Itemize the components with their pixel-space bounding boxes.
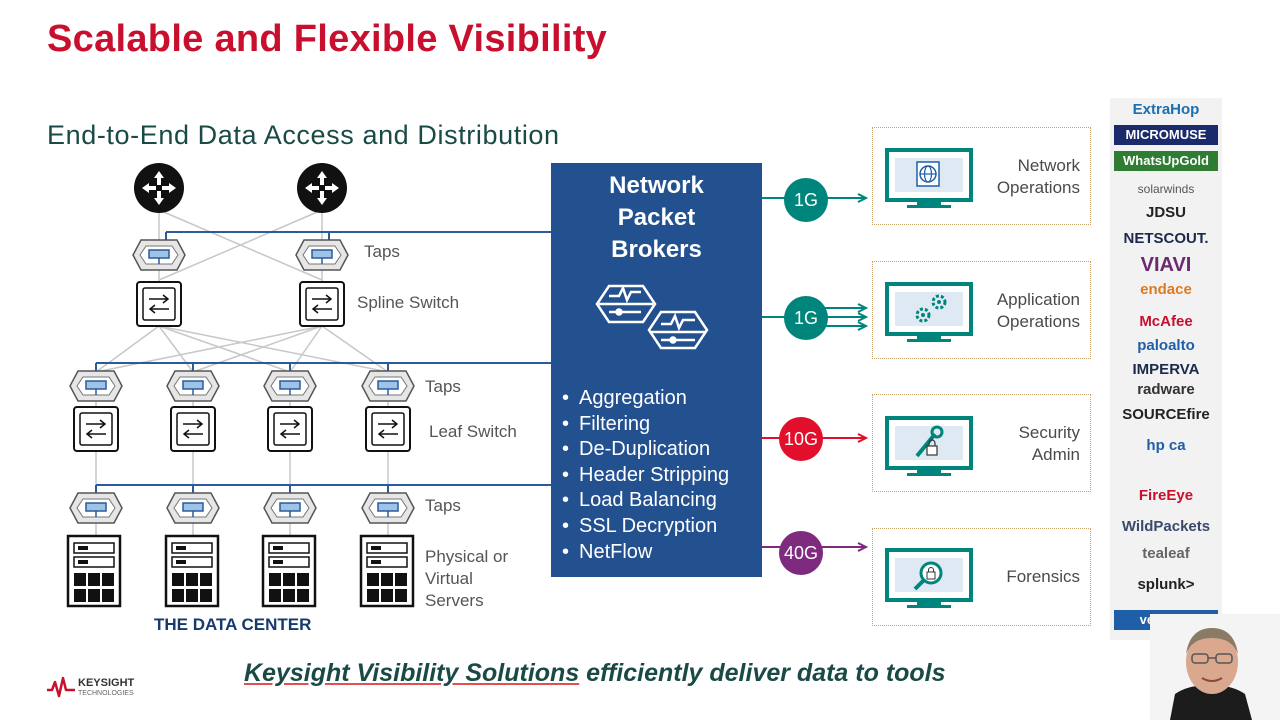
server-icon xyxy=(164,534,220,608)
server-group xyxy=(66,534,415,608)
vendor-logo-panel xyxy=(1110,98,1222,640)
server-icon xyxy=(261,534,317,608)
tap-icon xyxy=(166,492,220,524)
tap-icon xyxy=(361,492,415,524)
npb-title-line: Network xyxy=(609,172,704,199)
keysight-logo-icon xyxy=(47,676,75,698)
tool-label-application-operations: Application Operations xyxy=(972,289,1080,333)
tap-icon xyxy=(361,370,415,402)
label-spline-switch: Spline Switch xyxy=(357,293,460,312)
tool-label-line: Forensics xyxy=(1006,567,1080,586)
slide-title: Scalable and Flexible Visibility xyxy=(47,18,608,60)
presenter-video xyxy=(1150,614,1280,720)
tool-box-forensics xyxy=(872,528,1091,626)
datacenter-footer: THE DATA CENTER xyxy=(154,615,312,634)
vendor-logo: MICROMUSE xyxy=(1114,125,1218,145)
tap-icon xyxy=(295,239,349,271)
label-servers: Physical or Virtual Servers xyxy=(425,546,508,612)
tap-icon xyxy=(69,370,123,402)
keysight-logo-text: KEYSIGHT xyxy=(78,677,135,689)
label-taps-mid: Taps xyxy=(425,377,461,396)
vendor-logo: paloalto xyxy=(1137,337,1195,354)
tool-label-line: Admin xyxy=(1031,445,1080,464)
npb-feature: De-Duplication xyxy=(562,437,729,463)
keysight-logo-subtext: TECHNOLOGIES xyxy=(78,690,134,697)
vendor-logo: NETSCOUT. xyxy=(1123,230,1209,247)
npb-tool-links xyxy=(762,193,869,552)
speed-badge: 40G xyxy=(779,531,823,575)
label-servers-line: Physical or xyxy=(425,547,509,566)
npb-device-icon xyxy=(595,284,709,350)
vendor-logo: ExtraHop xyxy=(1132,101,1200,118)
server-icon xyxy=(359,534,415,608)
slide-subtitle: End-to-End Data Access and Distribution xyxy=(47,120,560,150)
npb-feature: Aggregation xyxy=(562,386,729,412)
switch-icon xyxy=(299,281,345,327)
vendor-logo: IMPERVA xyxy=(1132,361,1200,378)
vendor-logo: FireEye xyxy=(1138,487,1194,504)
tool-label-line: Application xyxy=(996,290,1080,309)
switch-group xyxy=(73,281,411,452)
speed-badge: 1G xyxy=(784,296,828,340)
tap-icon xyxy=(166,370,220,402)
tool-label-line: Operations xyxy=(996,178,1080,197)
label-leaf-switch: Leaf Switch xyxy=(429,422,517,441)
tool-box-security-admin xyxy=(872,394,1091,492)
vendor-logo: WildPackets xyxy=(1121,518,1211,535)
npb-title-line: Packet xyxy=(617,204,696,231)
label-taps-bottom: Taps xyxy=(425,496,461,515)
tool-label-network-operations: Network Operations xyxy=(972,155,1080,199)
npb-title: Network Packet Brokers xyxy=(551,170,762,266)
npb-feature: Header Stripping xyxy=(562,463,729,489)
tagline: Keysight Visibility Solutions efficientl… xyxy=(244,659,946,688)
npb-feature-list: Aggregation Filtering De-Duplication Hea… xyxy=(562,386,729,565)
speed-badge: 1G xyxy=(784,178,828,222)
npb-feature: Filtering xyxy=(562,412,729,438)
router-icon xyxy=(134,163,184,213)
npb-feature: Load Balancing xyxy=(562,488,729,514)
server-icon xyxy=(66,534,122,608)
vendor-logo: radware xyxy=(1137,381,1195,398)
tool-box-network-operations xyxy=(872,127,1091,225)
taps-group xyxy=(69,239,415,524)
router-icon xyxy=(297,163,347,213)
switch-icon xyxy=(365,406,411,452)
vendor-logo: hp ca xyxy=(1146,437,1186,454)
vendor-logo: tealeaf xyxy=(1142,545,1190,562)
label-servers-line: Servers xyxy=(425,591,484,610)
vendor-logo: McAfee xyxy=(1139,313,1193,330)
npb-feature: NetFlow xyxy=(562,540,729,566)
vendor-logo: splunk> xyxy=(1137,576,1195,593)
tool-box-application-operations xyxy=(872,261,1091,359)
vendor-logo: WhatsUpGold xyxy=(1114,151,1218,171)
tap-icon xyxy=(263,492,317,524)
tagline-rest: efficiently deliver data to tools xyxy=(579,659,946,687)
tool-label-line: Security xyxy=(1018,423,1080,442)
tap-icon xyxy=(263,370,317,402)
tool-label-security-admin: Security Admin xyxy=(972,422,1080,466)
tool-label-forensics: Forensics xyxy=(972,566,1080,588)
vendor-logo: JDSU xyxy=(1145,204,1186,221)
vendor-logo: SOURCEfire xyxy=(1122,406,1210,423)
vendor-logo: VIAVI xyxy=(1140,255,1192,275)
tagline-brand: Keysight Visibility Solutions xyxy=(244,659,580,687)
switch-icon xyxy=(136,281,182,327)
tap-feed-lines xyxy=(95,231,551,494)
npb-title-line: Brokers xyxy=(611,236,702,263)
label-servers-line: Virtual xyxy=(425,569,473,588)
label-taps-top: Taps xyxy=(364,242,400,261)
speed-badge: 10G xyxy=(779,417,823,461)
tool-label-line: Network xyxy=(1017,156,1080,175)
tap-icon xyxy=(69,492,123,524)
vendor-logo: endace xyxy=(1140,281,1192,298)
switch-icon xyxy=(170,406,216,452)
npb-feature: SSL Decryption xyxy=(562,514,729,540)
switch-icon xyxy=(267,406,313,452)
switch-icon xyxy=(73,406,119,452)
tool-label-line: Operations xyxy=(996,312,1080,331)
vendor-logo: solarwinds xyxy=(1137,182,1195,196)
tap-icon xyxy=(132,239,186,271)
